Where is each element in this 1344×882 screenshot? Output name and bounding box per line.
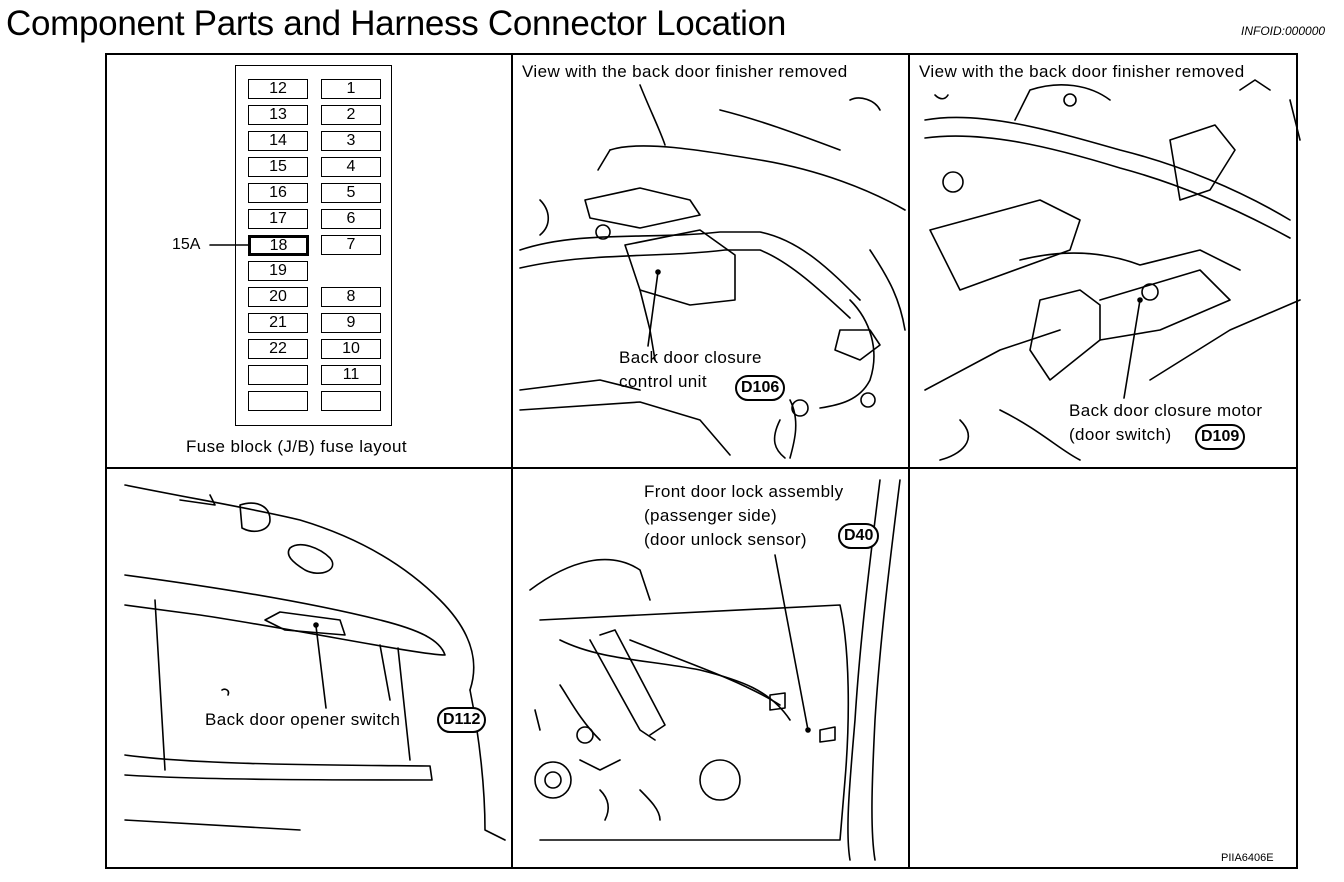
figure-code: PIIA6406E xyxy=(1221,852,1274,864)
fuse-empty-1 xyxy=(248,365,308,385)
leader-d40 xyxy=(774,554,809,731)
grid-divider-vertical-1 xyxy=(511,55,513,867)
connector-d109-badge: D109 xyxy=(1195,424,1246,450)
fuse-8: 8 xyxy=(321,287,381,307)
connector-d40-badge: D40 xyxy=(838,523,880,549)
fuse-block xyxy=(235,65,392,426)
fuse-18-highlighted: 18 xyxy=(248,235,309,256)
closure-motor-label-line2: (door switch) xyxy=(1069,425,1172,444)
fuse-17: 17 xyxy=(248,209,308,229)
connector-d112-badge: D112 xyxy=(437,707,487,733)
fuse-empty-3 xyxy=(321,391,381,411)
fuse-22: 22 xyxy=(248,339,308,359)
fuse-7: 7 xyxy=(321,235,381,255)
fuse-16: 16 xyxy=(248,183,308,203)
fuse-empty-2 xyxy=(248,391,308,411)
door-lock-illustration xyxy=(529,479,901,861)
fuse-amperage-label: 15A xyxy=(172,236,201,253)
fuse-12: 12 xyxy=(248,79,308,99)
closure-unit-illustration xyxy=(519,84,906,459)
diagram-frame xyxy=(105,53,1298,869)
fuse-10: 10 xyxy=(321,339,381,359)
leader-d109 xyxy=(1123,299,1141,399)
fuse-1: 1 xyxy=(321,79,381,99)
closure-motor-label-line1: Back door closure motor xyxy=(1069,401,1263,420)
closure-motor-illustration xyxy=(924,79,1301,461)
door-lock-label-line2: (passenger side) xyxy=(644,506,778,525)
fuse-13: 13 xyxy=(248,105,308,125)
closure-unit-view-note: View with the back door finisher removed xyxy=(522,62,848,81)
fuse-21: 21 xyxy=(248,313,308,333)
fuse-3: 3 xyxy=(321,131,381,151)
closure-unit-label-line2: control unit xyxy=(619,372,707,391)
fuse-19: 19 xyxy=(248,261,308,281)
closure-motor-view-note: View with the back door finisher removed xyxy=(919,62,1245,81)
fuse-5: 5 xyxy=(321,183,381,203)
door-lock-label-line3: (door unlock sensor) xyxy=(644,530,807,549)
fuse-9: 9 xyxy=(321,313,381,333)
fuse-20: 20 xyxy=(248,287,308,307)
leader-d112 xyxy=(315,625,327,709)
fuse-4: 4 xyxy=(321,157,381,177)
fuse-6: 6 xyxy=(321,209,381,229)
fuse-2: 2 xyxy=(321,105,381,125)
page-title: Component Parts and Harness Connector Lo… xyxy=(6,4,786,43)
fuse-14: 14 xyxy=(248,131,308,151)
fuse-block-caption: Fuse block (J/B) fuse layout xyxy=(186,437,407,456)
closure-unit-label-line1: Back door closure xyxy=(619,348,762,367)
opener-switch-illustration xyxy=(124,484,506,841)
door-lock-label-line1: Front door lock assembly xyxy=(644,482,844,501)
grid-divider-horizontal xyxy=(107,467,1296,469)
leader-d106 xyxy=(647,271,659,347)
opener-switch-label: Back door opener switch xyxy=(205,710,401,729)
fuse-15: 15 xyxy=(248,157,308,177)
fuse-11: 11 xyxy=(321,365,381,385)
connector-d106-badge: D106 xyxy=(735,375,786,401)
grid-divider-vertical-2 xyxy=(908,55,910,867)
info-id: INFOID:000000 xyxy=(1241,24,1326,38)
